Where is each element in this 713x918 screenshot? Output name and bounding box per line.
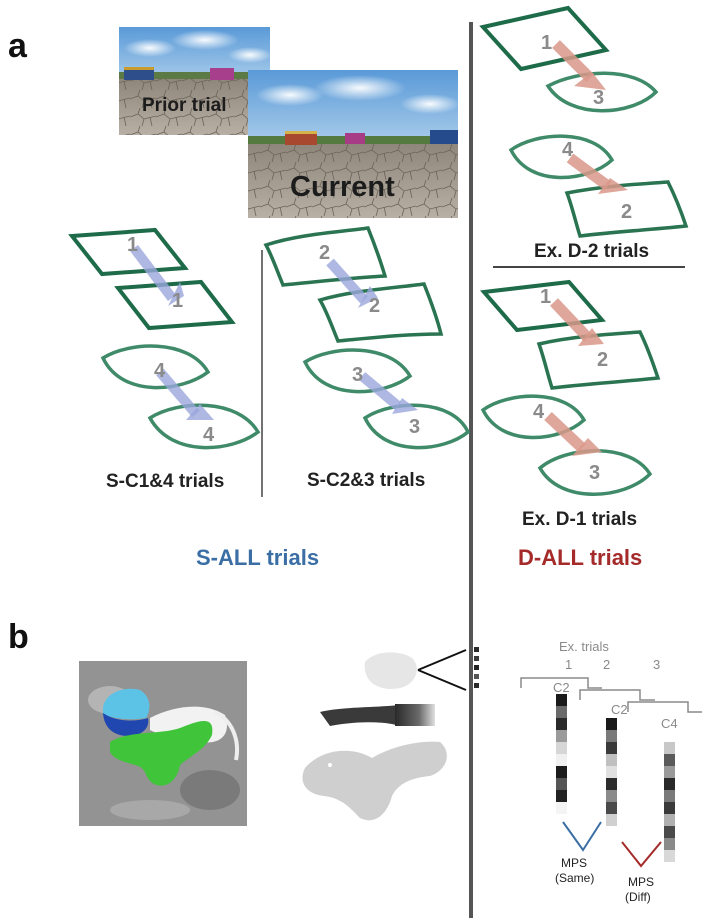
same-arrow <box>156 368 200 418</box>
lens-shape <box>147 403 261 450</box>
shape-number: 4 <box>154 360 166 382</box>
same-arrow-head <box>358 286 378 308</box>
subfield-green <box>110 720 213 786</box>
context-label: C4 <box>661 716 678 731</box>
diff-arrow <box>552 40 594 82</box>
lens-shape <box>480 394 587 440</box>
diff-arrow-head <box>578 328 604 346</box>
shape-number: 2 <box>621 201 632 223</box>
lens-shape <box>537 449 653 496</box>
lens-square-shape <box>263 226 388 287</box>
trial-number: 2 <box>603 657 610 672</box>
shape-number: 1 <box>541 32 552 54</box>
prior-trial-label: Prior trial <box>142 95 226 116</box>
mps-diff-bracket <box>621 841 662 868</box>
current-trial-scene: Current <box>248 70 460 218</box>
same-arrow-head <box>168 282 184 306</box>
prior-trial-scene: Prior trial <box>119 27 272 135</box>
same-arrow <box>326 258 368 304</box>
square-shape <box>479 5 610 72</box>
lens-square-shape <box>536 330 661 390</box>
trial-label: S-C1&4 trials <box>106 471 224 492</box>
shape-number: 3 <box>352 364 363 386</box>
lens-square-shape <box>564 180 689 238</box>
subfield-light-blue <box>103 688 150 720</box>
example-trials: Ex. trials 1 2 3 C2 C2 C4 <box>520 639 702 904</box>
shape-number: 1 <box>127 234 138 256</box>
same-arrow-head <box>392 398 418 414</box>
shape-number: 1 <box>172 290 183 312</box>
activity-vector <box>606 718 617 826</box>
trial-number: 1 <box>565 657 572 672</box>
lens-shape <box>302 348 413 394</box>
diff-arrow-head <box>572 438 602 456</box>
mps-same-line2: (Same) <box>555 871 594 885</box>
shape-number: 3 <box>589 462 600 484</box>
trial-number: 3 <box>653 657 660 672</box>
trial-label: S-C2&3 trials <box>307 470 425 491</box>
shape-number: 4 <box>533 401 545 423</box>
mps-diff-line1: MPS <box>628 875 654 889</box>
same-arrow-head <box>186 404 214 420</box>
column-d1: 1 2 4 3 Ex. D-1 trials <box>480 279 661 530</box>
context-label: C2 <box>553 680 570 695</box>
shape-number: 2 <box>319 242 330 264</box>
lens-square-shape <box>317 282 444 343</box>
activity-vector <box>664 742 675 862</box>
lens-shape <box>508 134 615 180</box>
diff-arrow-head <box>598 178 628 194</box>
square-shape <box>480 279 606 333</box>
same-arrow <box>130 244 176 302</box>
shape-number: 3 <box>409 416 420 438</box>
mri-hippocampus-image <box>79 661 247 826</box>
activity-vector <box>556 694 567 814</box>
d-all-label: D-ALL trials <box>518 545 642 570</box>
square-shape <box>114 279 236 331</box>
mps-same-bracket <box>562 821 602 852</box>
column-s-c14: 1 1 4 4 S-C1&4 trials <box>68 227 261 492</box>
panel-label-b: b <box>8 618 29 656</box>
mps-same-line1: MPS <box>561 856 587 870</box>
schematic-subfields <box>302 647 479 821</box>
shape-number: 3 <box>593 87 604 109</box>
column-s-c23: 2 2 3 3 S-C2&3 trials <box>263 226 471 491</box>
shape-number: 1 <box>540 286 551 308</box>
current-trial-label: Current <box>290 171 395 203</box>
context-label: C2 <box>611 702 628 717</box>
column-d2: 1 3 4 2 Ex. D-2 trials <box>479 5 689 262</box>
s-all-label: S-ALL trials <box>196 545 319 570</box>
diff-arrow <box>566 153 612 191</box>
shape-number: 4 <box>562 139 574 161</box>
shape-number: 4 <box>203 424 215 446</box>
mps-diff-line2: (Diff) <box>625 890 651 904</box>
diff-arrow <box>544 411 586 453</box>
same-arrow <box>358 372 402 410</box>
subfield-dark-blue <box>103 713 149 736</box>
diff-arrow-head <box>574 72 606 90</box>
shape-number: 2 <box>369 295 380 317</box>
trial-label: Ex. D-1 trials <box>522 509 637 530</box>
panel-label-a: a <box>8 27 28 65</box>
lens-shape <box>100 344 211 390</box>
ex-trials-title: Ex. trials <box>559 639 609 654</box>
square-shape <box>68 227 189 277</box>
diff-arrow <box>550 298 592 342</box>
trial-label: Ex. D-2 trials <box>534 241 649 262</box>
shape-number: 2 <box>597 349 608 371</box>
